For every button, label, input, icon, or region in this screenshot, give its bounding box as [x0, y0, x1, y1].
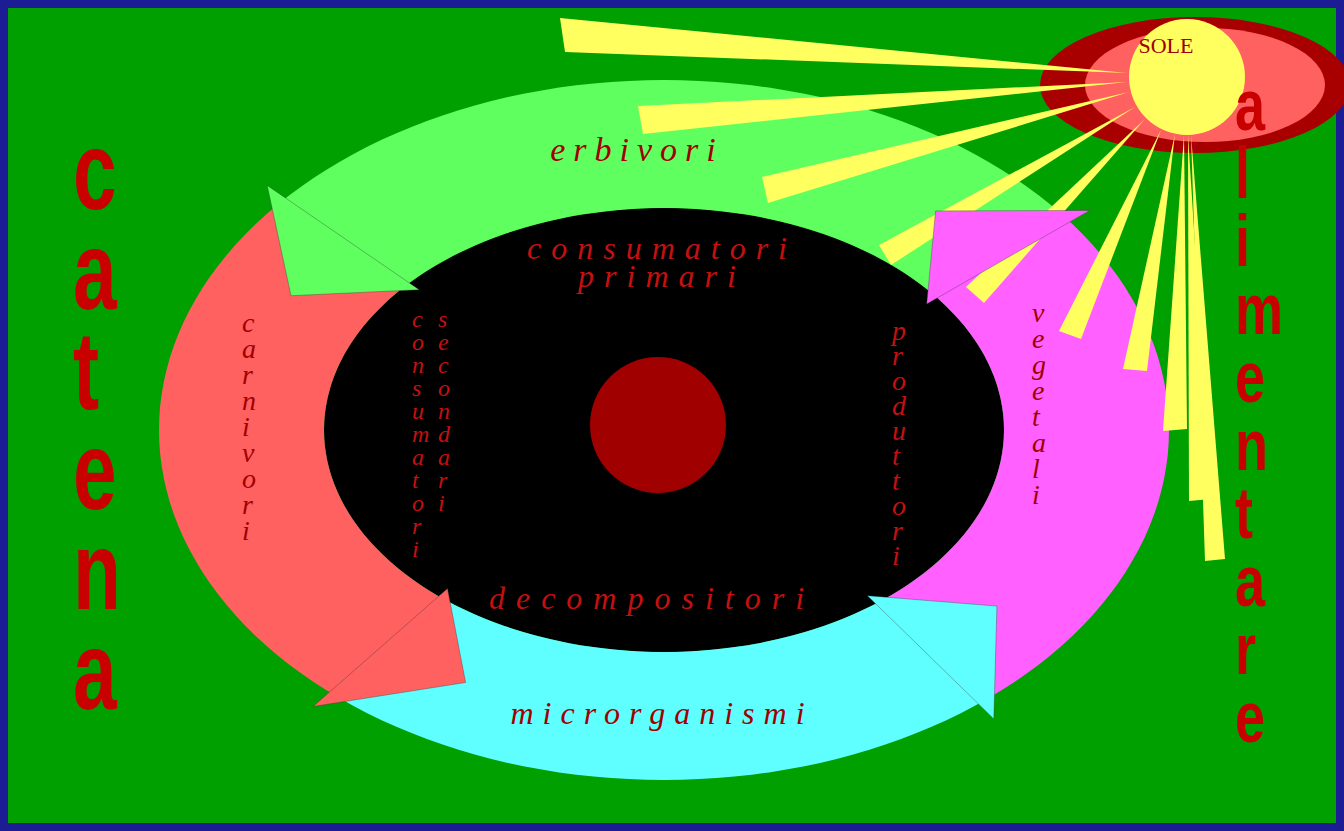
role-label: produttori — [892, 318, 896, 568]
arrow-band — [159, 205, 446, 698]
text-holder: carnivori — [242, 310, 246, 544]
band-label: vegetali — [1032, 300, 1036, 508]
vertical-title: catena — [73, 121, 76, 721]
text-holder: microrganismi — [510, 694, 813, 732]
green-ground — [8, 8, 1336, 823]
carnivore-arrow: carnivori consumatori secondari — [159, 205, 447, 700]
sun-disc: SOLE — [1129, 19, 1245, 135]
text-holder: vegetali — [1032, 300, 1036, 508]
arrow-band — [277, 80, 1062, 293]
arrow-band — [883, 215, 1170, 699]
vertical-title: alimentare — [1235, 71, 1238, 751]
text-holder: SOLE — [1139, 33, 1194, 59]
band-label: microrganismi — [510, 694, 813, 732]
band-label: carnivori — [242, 310, 246, 544]
text-holder: decompositori — [489, 579, 815, 617]
microorganism-arrow: microrganismidecompositori — [339, 600, 990, 781]
text-holder: consumatori secondari — [412, 308, 442, 563]
sun-circle — [1129, 19, 1245, 135]
role-label: consumatori primari — [497, 234, 827, 290]
node-shape — [339, 600, 990, 781]
text-holder: alimentare — [1235, 71, 1239, 751]
node-shape — [882, 214, 1170, 699]
sun-ray — [560, 18, 1127, 73]
sun-ray — [1191, 135, 1225, 561]
sun-ray — [1123, 134, 1175, 371]
sun-ray — [1163, 135, 1187, 431]
herbivore-arrow: erbivori consumatori primari — [277, 80, 1063, 295]
plant-arrow: vegetali produttori — [882, 214, 1170, 699]
sun-label: SOLE — [1139, 33, 1194, 59]
arrow-band — [339, 600, 988, 780]
center-dot — [590, 357, 726, 493]
text-holder: produttori — [892, 318, 896, 568]
text-holder: consumatori primari — [497, 234, 827, 290]
text-holder: erbivori — [550, 130, 724, 170]
role-label: consumatori secondari — [412, 308, 442, 563]
band-label: erbivori — [550, 130, 724, 170]
node-shape — [159, 205, 447, 700]
text-holder: catena — [73, 121, 77, 721]
role-label: decompositori — [489, 579, 815, 617]
inner-black-disc — [324, 208, 1004, 652]
